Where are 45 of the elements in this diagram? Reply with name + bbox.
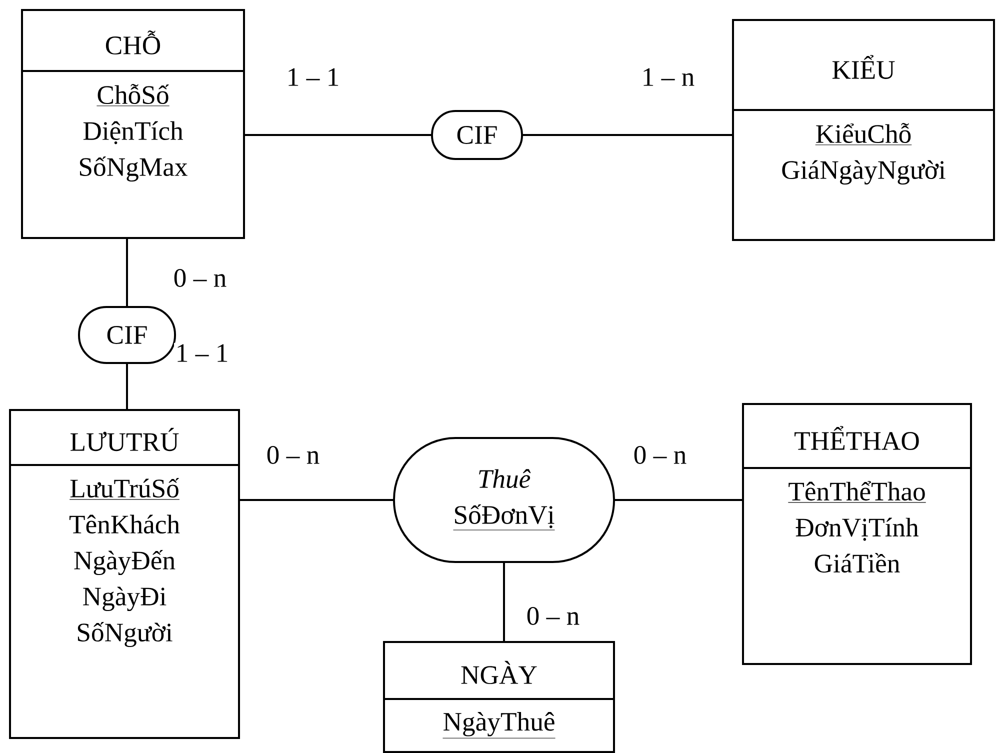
attribute: NgàyĐến xyxy=(74,550,176,576)
relationship-name: CIF xyxy=(457,126,497,144)
entity-box xyxy=(21,9,245,239)
attribute: GiáTiền xyxy=(814,553,900,573)
entity-name: CHỖ xyxy=(106,30,160,54)
key-attribute: NgàyThuê xyxy=(442,712,556,738)
attribute: DiệnTích xyxy=(83,121,184,144)
cardinality-label: 1 – n xyxy=(644,68,694,86)
cardinality-label: 0 – n xyxy=(634,446,686,464)
cardinality-label: 1 – 1 xyxy=(288,68,338,86)
key-attribute: KiểuChỗ xyxy=(815,123,912,146)
entity-name: THỂTHAO xyxy=(794,426,919,450)
cardinality-label: 0 – n xyxy=(527,607,580,625)
connector-line xyxy=(503,563,505,641)
attribute: NgàyĐi xyxy=(83,586,166,612)
relationship-box xyxy=(78,306,176,364)
connector-line xyxy=(245,134,431,136)
attribute: TênKhách xyxy=(69,514,180,534)
attribute: GiáNgàyNgười xyxy=(782,160,946,185)
attribute: SốNgười xyxy=(78,622,172,648)
connector-line xyxy=(615,499,742,501)
entity-name: LƯUTRÚ xyxy=(70,428,179,452)
attribute: SốNgMax xyxy=(80,156,188,182)
entity-box xyxy=(383,641,615,753)
connector-line xyxy=(126,364,128,409)
relationship-box xyxy=(431,110,523,160)
attribute: ĐơnVịTính xyxy=(796,518,919,541)
entity-box xyxy=(9,409,240,739)
entity-name: KIỂU xyxy=(832,55,895,79)
key-attribute: TênThểThao xyxy=(788,481,926,503)
key-attribute: LưuTrúSố xyxy=(69,478,180,500)
entity-name: NGÀY xyxy=(461,660,537,684)
connector-line xyxy=(240,499,393,501)
cardinality-label: 0 – n xyxy=(267,446,320,464)
relationship-name: CIF xyxy=(107,326,147,344)
cardinality-label: 1 – 1 xyxy=(178,344,228,362)
relationship-name: Thuê xyxy=(479,469,531,488)
relationship-attribute: SốĐơnVị xyxy=(452,504,556,530)
entity-box xyxy=(732,19,995,241)
cardinality-label: 0 – n xyxy=(174,269,226,287)
connector-line xyxy=(523,134,732,136)
key-attribute: ChỗSố xyxy=(96,84,170,106)
entity-box xyxy=(742,403,972,665)
relationship-box xyxy=(393,437,615,563)
connector-line xyxy=(126,239,128,306)
